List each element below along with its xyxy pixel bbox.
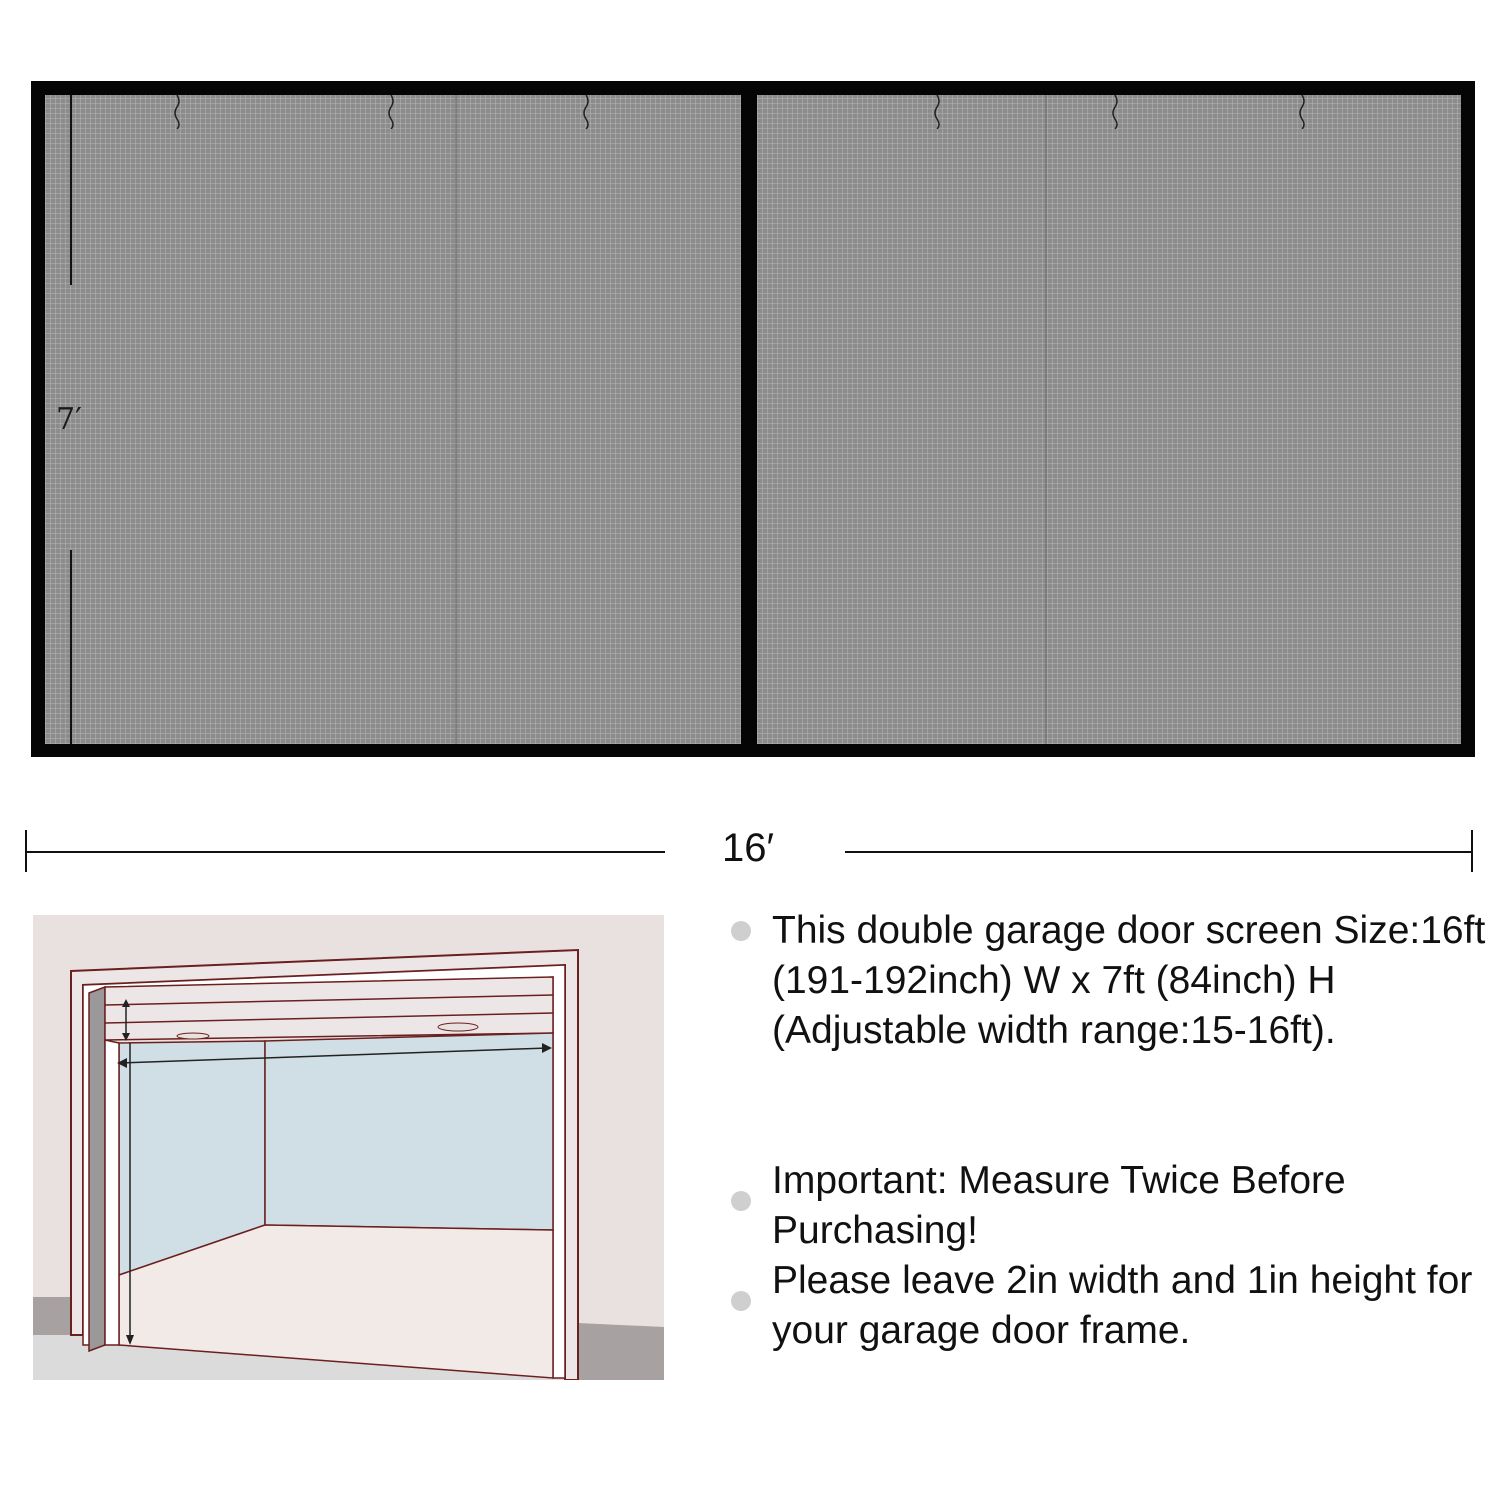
height-label: 7′ <box>56 402 82 437</box>
bullet-icon <box>731 1191 751 1211</box>
bullet-icon <box>731 1291 751 1311</box>
magnet-icon <box>173 94 181 130</box>
width-label: 16′ <box>722 826 774 870</box>
width-dimension-tick-right <box>1471 830 1473 872</box>
width-dimension-line-left <box>25 851 665 853</box>
panel-seam <box>455 95 457 744</box>
magnet-icon <box>1111 94 1119 130</box>
width-dimension-line-right <box>845 851 1473 853</box>
height-dimension-line-top <box>70 95 72 285</box>
garage-door-screen <box>31 81 1475 757</box>
garage-door-illustration <box>33 915 664 1381</box>
magnet-icon <box>1298 94 1306 130</box>
screen-panel-left <box>45 94 741 744</box>
magnet-icon <box>933 94 941 130</box>
spec-frame-text: Please leave 2in width and 1in height fo… <box>772 1259 1473 1352</box>
bullet-icon <box>731 921 751 941</box>
panel-seam <box>1045 95 1047 744</box>
screen-panel-right <box>757 94 1461 744</box>
height-dimension-line-bottom <box>70 550 72 744</box>
spec-size-text: This double garage door screen Size:16ft… <box>772 909 1486 1052</box>
magnet-icon <box>387 94 395 130</box>
spec-measure-text: Important: Measure Twice Before Purchasi… <box>772 1159 1346 1252</box>
magnet-icon <box>582 94 590 130</box>
